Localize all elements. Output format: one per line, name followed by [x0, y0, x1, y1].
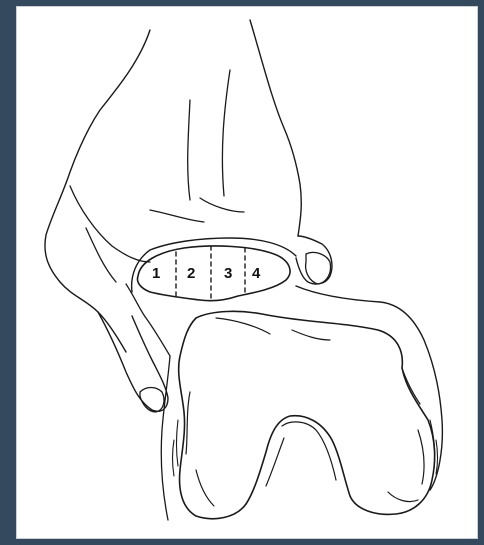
segment-label-2: 2 [187, 265, 195, 282]
femur-drawing [173, 311, 438, 518]
fingernail-outline [140, 388, 164, 413]
hand-drawing [45, 20, 332, 412]
segment-label-1: 1 [152, 265, 160, 282]
thumbnail-outline [306, 252, 331, 284]
knuckle-crease-2 [150, 210, 204, 222]
hand-outline [45, 30, 150, 352]
femur-texture-right [388, 368, 424, 502]
segment-label-4: 4 [252, 265, 261, 282]
index-finger-outline [98, 312, 168, 411]
knuckle-crease-1 [200, 198, 244, 212]
patella-outline [138, 246, 291, 301]
finger-lower-contour [70, 186, 150, 262]
condyle-shading-left [173, 420, 179, 476]
thumb-outline [296, 236, 332, 284]
femur-texture-left [186, 392, 214, 506]
patella-drawing: 1 2 3 4 [138, 246, 291, 301]
hand-upper-contour [250, 20, 301, 236]
femur-outline [179, 311, 435, 518]
finger-crease-1 [222, 70, 230, 196]
finger-crease-2 [188, 100, 190, 200]
skin-contour [296, 286, 442, 490]
segment-label-3: 3 [224, 265, 232, 282]
finger-detail [86, 228, 116, 282]
